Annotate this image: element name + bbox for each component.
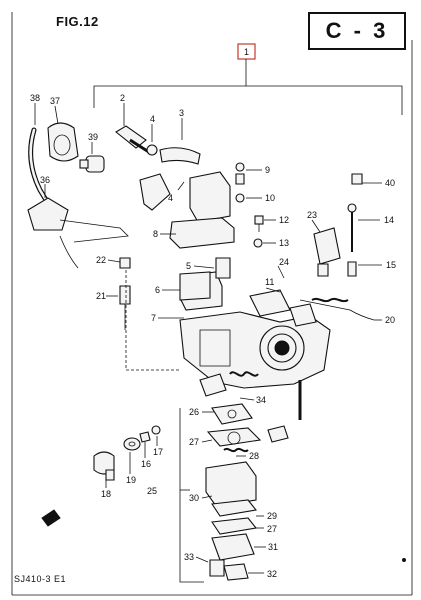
svg-text:24: 24 — [279, 257, 289, 267]
callout-10: 10 — [246, 193, 275, 203]
svg-text:32: 32 — [267, 569, 277, 579]
callout-20: 20 — [374, 315, 395, 325]
callout-17: 17 — [153, 436, 163, 457]
svg-text:6: 6 — [155, 285, 160, 295]
callout-27-lower: 27 — [256, 524, 277, 534]
callout-29: 29 — [256, 511, 277, 521]
callout-3: 3 — [179, 108, 184, 140]
svg-text:13: 13 — [279, 238, 289, 248]
callout-19: 19 — [126, 452, 136, 485]
callout-37: 37 — [50, 96, 60, 125]
callout-7: 7 — [151, 313, 184, 323]
svg-text:20: 20 — [385, 315, 395, 325]
group-bracket: 1 — [93, 43, 403, 115]
svg-text:28: 28 — [249, 451, 259, 461]
carburetor-body — [139, 171, 375, 443]
callout-21: 21 — [96, 291, 118, 301]
callout-40: 40 — [362, 178, 395, 188]
callout-12: 12 — [264, 215, 289, 225]
lower-pump-stack — [205, 403, 262, 581]
svg-text:2: 2 — [120, 93, 125, 103]
svg-text:16: 16 — [141, 459, 151, 469]
svg-text:34: 34 — [256, 395, 266, 405]
callout-31: 31 — [254, 542, 278, 552]
callout-32: 32 — [248, 569, 277, 579]
callout-38: 38 — [30, 93, 40, 125]
callout-8: 8 — [153, 229, 176, 239]
callout-23: 23 — [307, 210, 321, 233]
svg-text:9: 9 — [265, 165, 270, 175]
model-code: SJ410-3 E1 — [14, 574, 67, 584]
svg-text:27: 27 — [189, 437, 199, 447]
callout-6: 6 — [155, 285, 180, 295]
svg-text:22: 22 — [96, 255, 106, 265]
svg-text:3: 3 — [179, 108, 184, 118]
callout-2: 2 — [120, 93, 125, 126]
callout-14: 14 — [358, 215, 394, 225]
callout-11: 11 — [265, 277, 281, 293]
svg-text:8: 8 — [153, 229, 158, 239]
svg-text:10: 10 — [265, 193, 275, 203]
group-callout-label: 1 — [244, 47, 249, 57]
callout-4-upper: 4 — [150, 114, 155, 142]
svg-text:23: 23 — [307, 210, 317, 220]
callout-9: 9 — [246, 165, 270, 175]
svg-text:11: 11 — [265, 277, 274, 287]
callout-36: 36 — [40, 175, 50, 198]
svg-text:7: 7 — [151, 313, 156, 323]
callout-33: 33 — [184, 552, 209, 563]
svg-text:36: 36 — [40, 175, 50, 185]
svg-text:27: 27 — [267, 524, 277, 534]
svg-text:21: 21 — [96, 291, 106, 301]
svg-text:31: 31 — [268, 542, 278, 552]
section-code-box: C - 3 — [308, 12, 406, 50]
callout-26: 26 — [189, 407, 214, 417]
callout-24: 24 — [277, 257, 289, 279]
callout-4-lower: 4 — [168, 181, 185, 203]
svg-text:14: 14 — [384, 215, 394, 225]
svg-text:18: 18 — [101, 489, 111, 499]
callout-13: 13 — [263, 238, 289, 248]
svg-text:40: 40 — [385, 178, 395, 188]
callout-15: 15 — [358, 260, 396, 270]
washer-and-plug-parts — [41, 425, 161, 527]
svg-text:29: 29 — [267, 511, 277, 521]
callout-labels: 38 37 39 36 2 3 4 4 9 10 40 8 12 13 23 1… — [30, 93, 396, 579]
svg-text:38: 38 — [30, 93, 40, 103]
svg-text:5: 5 — [186, 261, 191, 271]
callout-34: 34 — [239, 395, 266, 405]
svg-text:33: 33 — [184, 552, 194, 562]
svg-text:25: 25 — [147, 486, 157, 496]
vacuum-hose-assembly — [27, 122, 129, 269]
svg-text:37: 37 — [50, 96, 60, 106]
svg-text:30: 30 — [189, 493, 199, 503]
svg-text:4: 4 — [168, 193, 173, 203]
callout-5: 5 — [186, 261, 215, 271]
svg-text:39: 39 — [88, 132, 98, 142]
svg-text:26: 26 — [189, 407, 199, 417]
callout-16: 16 — [141, 442, 151, 469]
svg-text:12: 12 — [279, 215, 289, 225]
upper-fittings — [115, 125, 363, 248]
svg-text:19: 19 — [126, 475, 136, 485]
figure-title: FIG.12 — [56, 14, 99, 29]
callout-25: 25 — [147, 486, 157, 496]
svg-text:4: 4 — [150, 114, 155, 124]
callout-30: 30 — [189, 493, 213, 503]
svg-text:15: 15 — [386, 260, 396, 270]
callout-27-upper: 27 — [189, 437, 213, 447]
callout-39: 39 — [88, 132, 98, 154]
sensor-and-injector — [119, 203, 357, 330]
callout-28: 28 — [236, 451, 259, 461]
callout-18: 18 — [101, 480, 111, 499]
svg-text:17: 17 — [153, 447, 163, 457]
callout-22: 22 — [96, 255, 121, 265]
